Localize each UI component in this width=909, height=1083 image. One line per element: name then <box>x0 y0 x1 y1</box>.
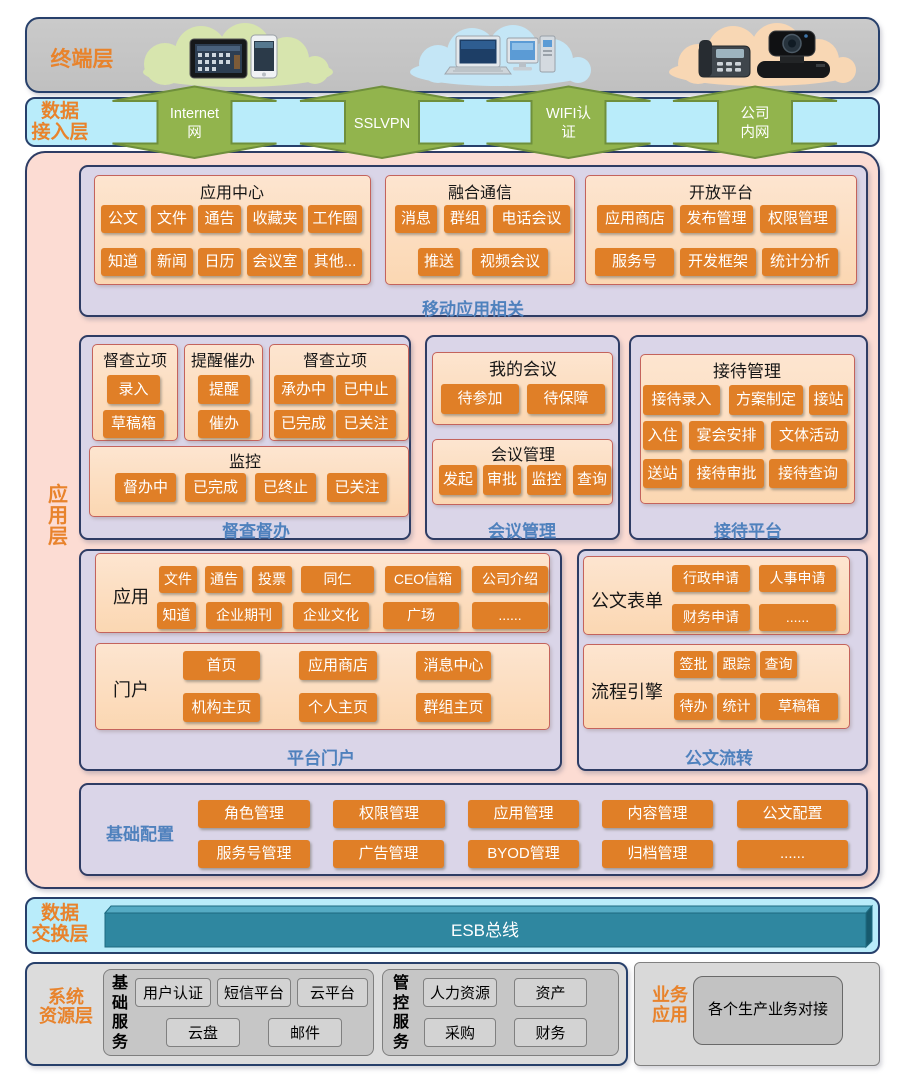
svg-text:公司内网: 公司内网 <box>741 106 770 141</box>
svg-text:ESB总线: ESB总线 <box>451 921 519 940</box>
svg-text:WIFI认证: WIFI认证 <box>546 105 592 141</box>
svg-text:SSLVPN: SSLVPN <box>354 116 410 132</box>
